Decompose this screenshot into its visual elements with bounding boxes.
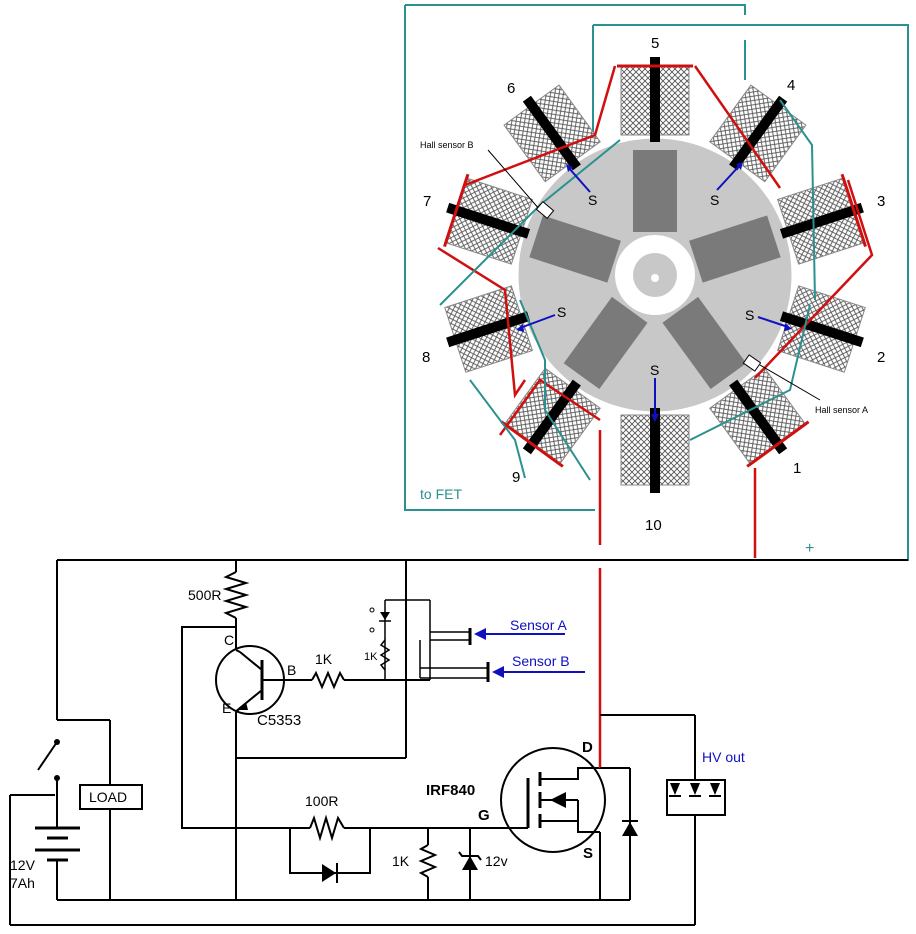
plus-label: + [805,540,814,557]
pin-c-label: C [224,632,234,648]
rotor-magnets [529,150,781,390]
load-box [79,784,143,810]
pin-s-label: S [583,845,593,862]
power-switch[interactable] [37,719,110,795]
coil-number: 5 [651,35,659,52]
coil [620,408,690,493]
coil-number: 2 [877,349,885,366]
resistor-1k-gate: 1K [392,828,438,900]
coil-numbers: 1 2 3 4 5 6 7 8 9 10 [422,35,885,534]
mosfet-label: IRF840 [426,782,475,799]
coil-number: 8 [422,349,430,366]
coil-number: 6 [507,80,515,97]
coil [503,84,601,183]
coil-number: 10 [645,517,662,534]
battery-capacity: 7Ah [10,875,35,891]
pin-g-label: G [478,807,490,824]
s-label: S [557,304,566,320]
pin-b-label: B [287,662,296,678]
hall-sensor-a-label: Hall sensor A [815,405,868,415]
coil-number: 3 [877,193,885,210]
r100-label: 100R [305,793,338,809]
pin-d-label: D [582,739,593,756]
motor-assembly: Hall sensor B Hall sensor A S S S S S [404,4,909,561]
coil-number: 4 [787,77,795,94]
coil [709,367,810,468]
coil [709,84,807,183]
zener-diode: 12v [458,828,508,900]
stator-coils [443,57,867,493]
gate-diode [289,828,371,883]
coil [443,173,533,265]
hall-sensor-a: Hall sensor A [742,354,868,415]
sensor-a-input: Sensor A [474,617,567,640]
s-label: S [710,192,719,208]
magnet [529,215,621,283]
driver-circuit: LOAD 12V 7Ah 500R [9,559,908,926]
magnet [633,150,677,232]
mosfet-irf840: IRF840 D G S [426,739,606,900]
battery: 12V 7Ah [10,795,80,900]
s-label: S [588,192,597,208]
resistor-500r: 500R [188,560,250,650]
s-label: S [650,362,659,378]
load-label: LOAD [89,789,127,805]
magnet [689,215,781,283]
r1k-sensor-label: 1K [364,651,378,663]
pin-e-label: E [222,700,231,716]
hv-output-diodes: HV out [666,749,745,816]
coil [617,57,693,142]
s-label: S [745,307,754,323]
battery-voltage: 12V [10,857,36,873]
sensor-b-label: Sensor B [512,653,570,669]
resistor-100r: 100R [290,793,470,842]
r500-label: 500R [188,587,221,603]
hall-sensor-b-label: Hall sensor B [420,140,474,150]
magnet [662,296,747,390]
coil [777,173,867,265]
coil-number: 1 [793,460,801,477]
sensor-b-input: Sensor B [492,653,585,678]
flyback-diode [622,768,638,900]
to-fet-label: to FET [420,486,462,502]
resistor-1k-base: 1K [311,651,430,690]
sensor-network: 1K [236,560,490,759]
coil-number: 9 [512,469,520,486]
zener-label: 12v [485,853,508,869]
hv-out-label: HV out [702,749,745,765]
magnet [563,296,648,390]
r1k-gate-label: 1K [392,853,410,869]
transistor-c5353: C B E C5353 [215,632,312,900]
south-pole-markers: S S S S S [516,162,792,422]
r1k-base-label: 1K [315,651,333,667]
to-fet-wire [404,5,595,511]
sensor-a-label: Sensor A [510,617,567,633]
transistor-label: C5353 [257,712,301,729]
hall-sensor-b: Hall sensor B [420,140,555,220]
coil-number: 7 [423,193,431,210]
